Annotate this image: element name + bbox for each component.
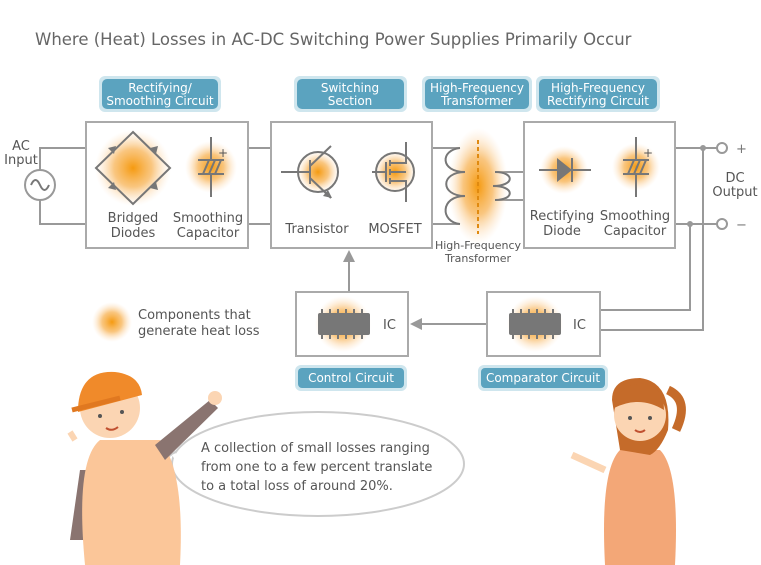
svg-text:High-Frequency: High-Frequency (430, 81, 524, 95)
transistor-label: Transistor (284, 222, 349, 237)
label-hf-rectifying-circuit: High-Frequency Rectifying Circuit (536, 76, 660, 112)
ic-label: IC (573, 318, 586, 333)
label-switching-section: Switching Section (294, 76, 407, 112)
bridged-diodes-label: Diodes (111, 226, 156, 241)
capacitor-icon: + (623, 137, 653, 197)
bridged-diodes-label: Bridged (108, 211, 159, 226)
svg-text:Control Circuit: Control Circuit (308, 371, 394, 385)
page-title: Where (Heat) Losses in AC-DC Switching P… (35, 30, 632, 49)
label-comparator-circuit: Comparator Circuit (478, 365, 608, 391)
ac-source-icon (24, 169, 56, 201)
heat-loss-legend-icon (92, 302, 132, 342)
arrow-left-icon (410, 318, 422, 330)
mosfet-icon (372, 142, 415, 202)
svg-text:Rectifying/: Rectifying/ (128, 81, 192, 95)
svg-text:Comparator Circuit: Comparator Circuit (486, 371, 600, 385)
output-terminal-plus (716, 142, 728, 154)
diode-icon (539, 158, 591, 182)
output-terminal-minus (716, 218, 728, 230)
svg-text:Transformer: Transformer (440, 94, 513, 108)
label-control-circuit: Control Circuit (295, 365, 407, 391)
character-right-illustration (570, 378, 686, 565)
dc-output-label: DC (725, 171, 744, 186)
svg-text:High-Frequency: High-Frequency (551, 81, 645, 95)
ac-input-label: AC (12, 139, 30, 154)
svg-text:+: + (643, 146, 653, 160)
smoothing-capacitor-label: Smoothing (173, 211, 243, 226)
character-left-illustration (67, 371, 222, 565)
capacitor-icon: + (198, 137, 228, 197)
ic-chip-icon (318, 309, 370, 339)
ic-chip-icon (509, 309, 561, 339)
label-hf-transformer: High-Frequency Transformer (422, 76, 532, 112)
legend-text: Components that (138, 308, 251, 323)
speech-text: to a total loss of around 20%. (201, 479, 393, 494)
speech-text: from one to a few percent translate (201, 460, 432, 475)
label-rectifying-circuit: Rectifying/ Smoothing Circuit (99, 76, 221, 112)
legend-text: generate heat loss (138, 324, 260, 339)
wires (39, 145, 717, 331)
transistor-icon (281, 145, 339, 199)
plus-sign: + (736, 142, 747, 157)
minus-sign: − (736, 218, 747, 233)
arrow-up-icon (343, 250, 355, 262)
svg-text:Rectifying Circuit: Rectifying Circuit (547, 94, 649, 108)
transformer-icon (444, 140, 511, 234)
svg-text:Switching: Switching (321, 81, 379, 95)
ic-label: IC (383, 318, 396, 333)
svg-text:Smoothing Circuit: Smoothing Circuit (106, 94, 214, 108)
transformer-label: Transformer (444, 252, 511, 265)
bridge-diode-icon (94, 130, 172, 206)
smoothing-capacitor-label: Capacitor (604, 224, 667, 239)
svg-text:+: + (218, 146, 228, 160)
transformer-label: High-Frequency (435, 239, 522, 252)
rectifying-diode-label: Diode (543, 224, 581, 239)
svg-text:Section: Section (328, 94, 373, 108)
ac-input-label: Input (4, 153, 38, 168)
mosfet-label: MOSFET (368, 222, 421, 237)
smoothing-capacitor-label: Smoothing (600, 209, 670, 224)
speech-text: A collection of small losses ranging (201, 441, 430, 456)
rectifying-diode-label: Rectifying (530, 209, 594, 224)
dc-output-label: Output (712, 185, 757, 200)
smoothing-capacitor-label: Capacitor (177, 226, 240, 241)
